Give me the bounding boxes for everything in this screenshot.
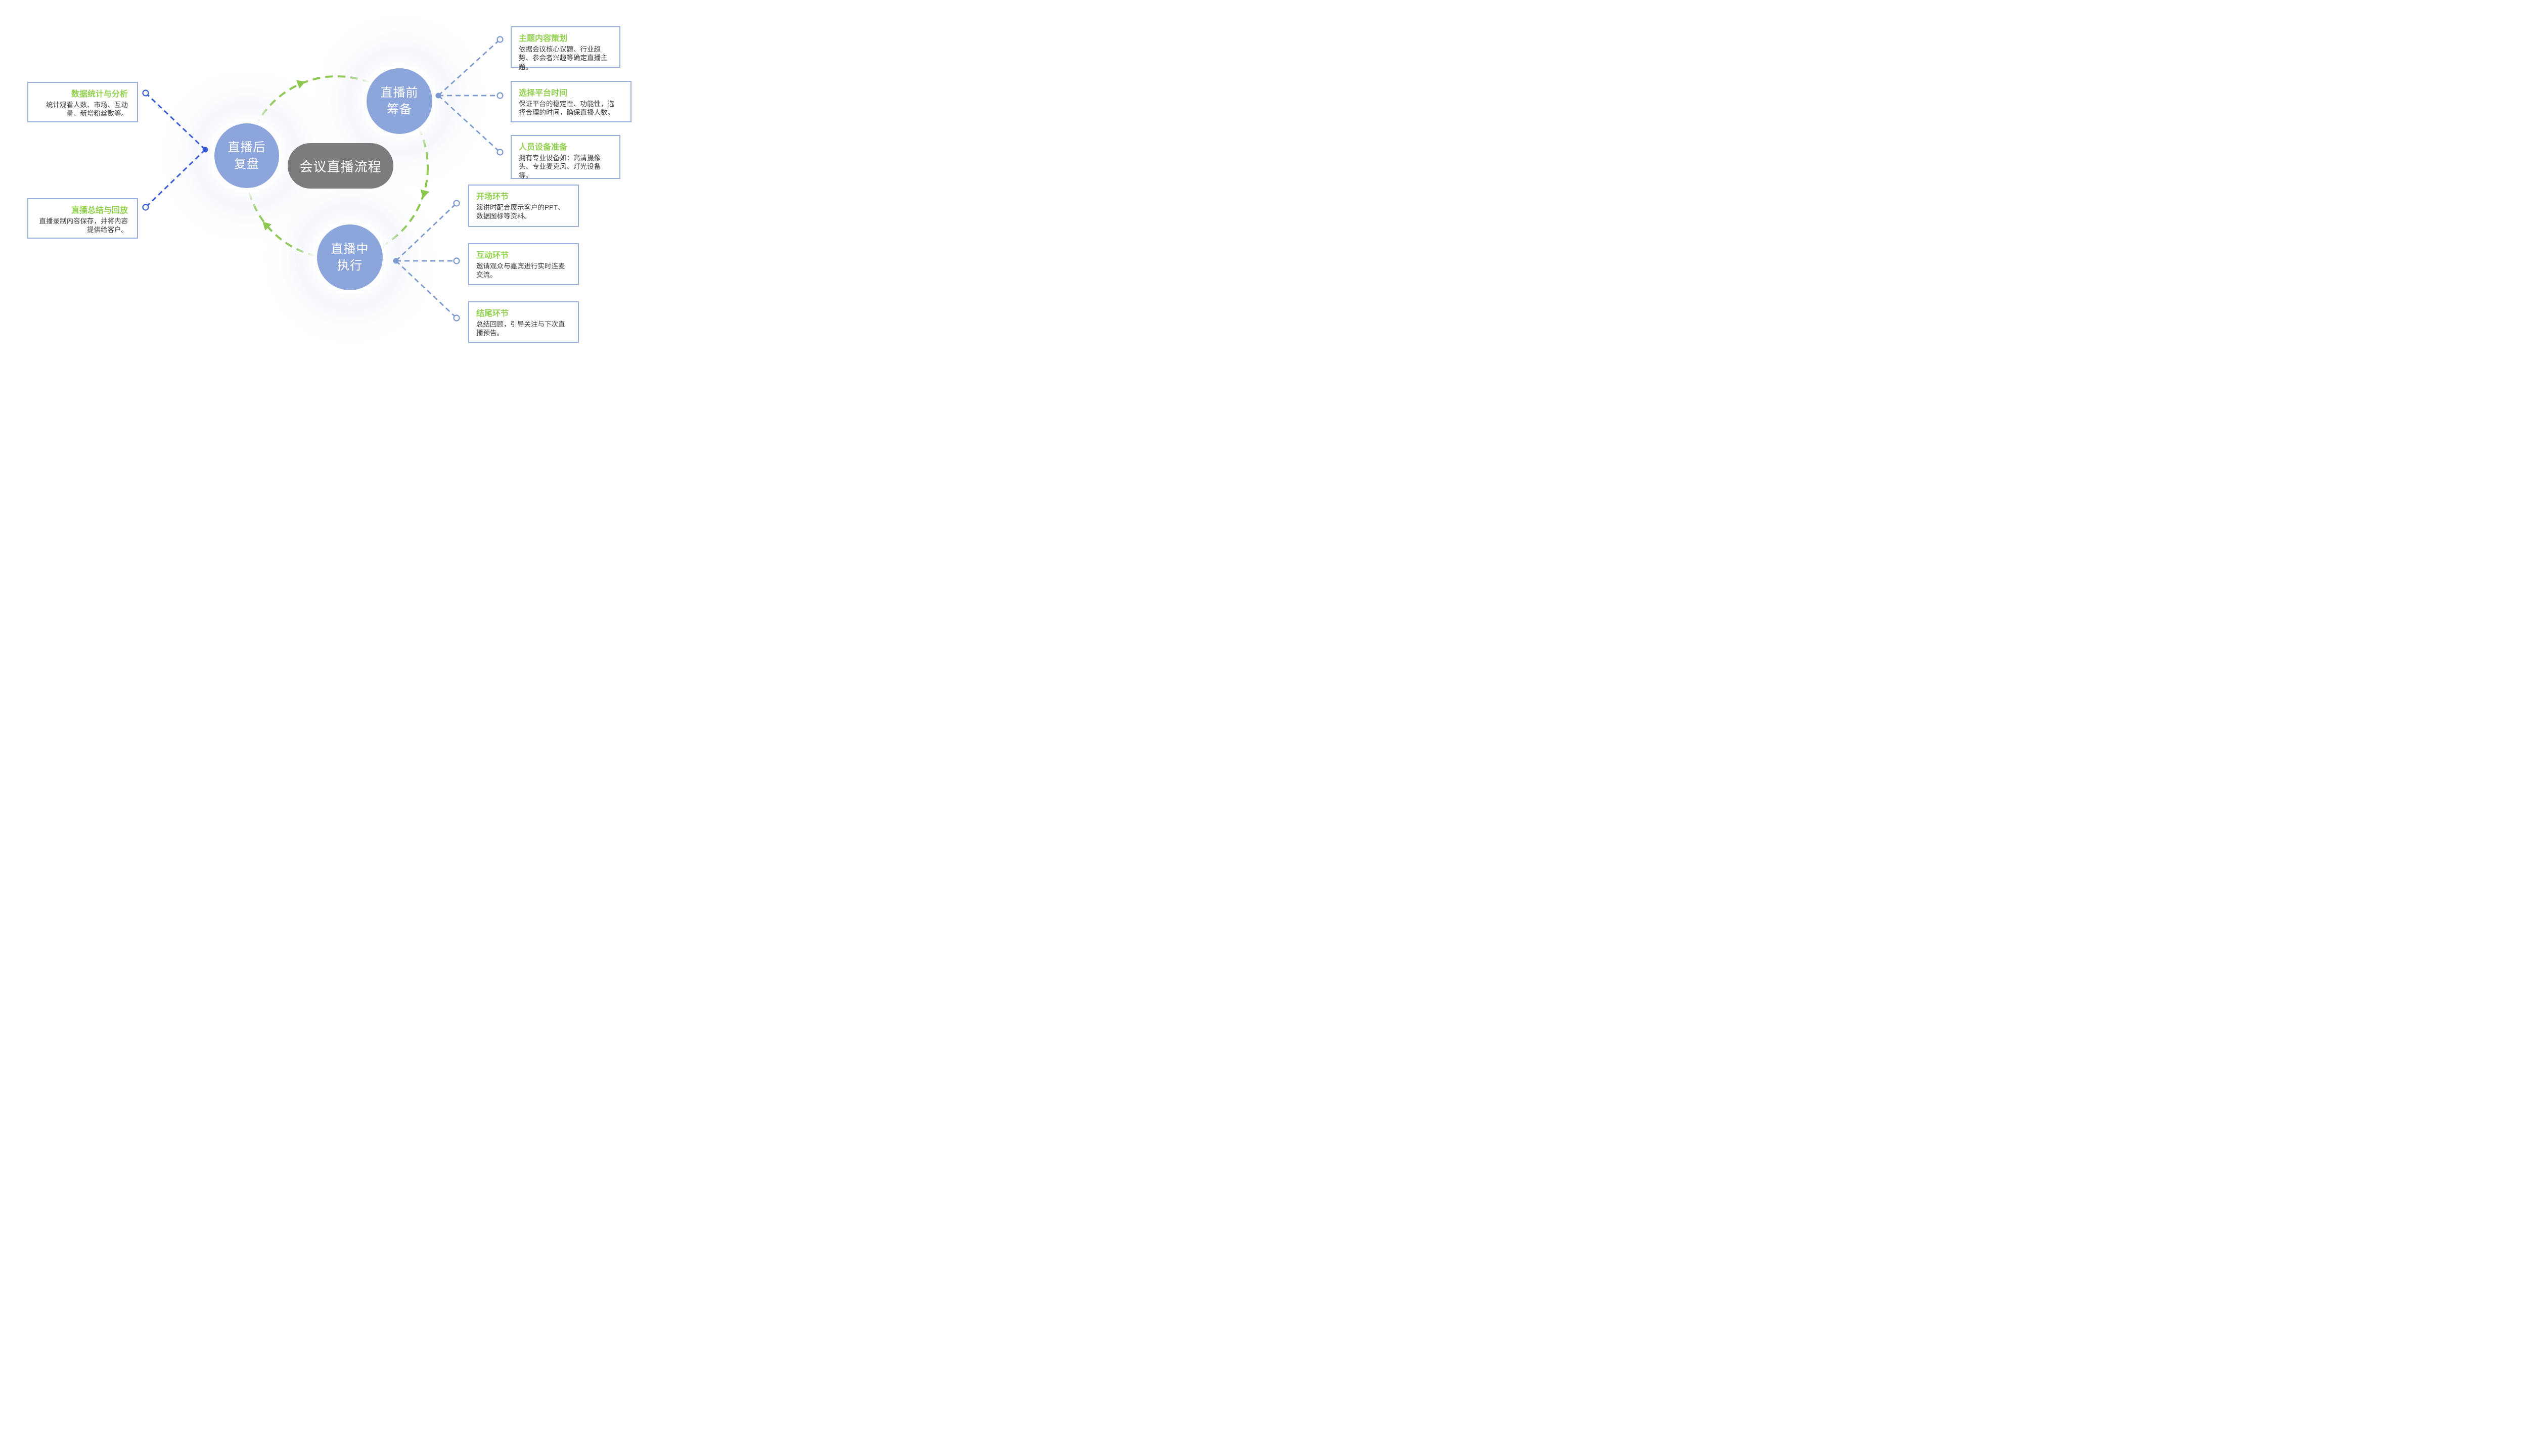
card-body: 演讲时配合展示客户的PPT、数据图标等资料。 [476,204,565,220]
card-title: 主题内容策划 [519,34,568,43]
card-body: 邀请观众与嘉宾进行实时连麦交流。 [476,262,565,279]
connector-endpoint-ring [496,149,504,156]
stage-node-label: 直播前 筹备 [381,84,419,118]
connector-endpoint-ring [496,36,504,43]
connector-line [438,38,501,97]
stage-label-line2: 复盘 [234,157,259,171]
card-title: 人员设备准备 [519,143,568,152]
connector-hub-dot [435,93,441,99]
card-title: 开场环节 [476,193,509,201]
detail-card-staff-equipment: 人员设备准备 拥有专业设备如：高清摄像头、专业麦克风、灯光设备等。 [511,135,620,179]
stage-label-line2: 筹备 [387,103,412,116]
connector-line [395,260,457,319]
card-title: 选择平台时间 [519,89,568,98]
detail-card-interaction: 互动环节 邀请观众与嘉宾进行实时连麦交流。 [468,243,579,285]
stage-label-line1: 直播前 [380,86,419,100]
stage-node-during-broadcast: 直播中 执行 [317,224,383,290]
diagram-canvas: 直播前 筹备 直播中 执行 直播后 复盘 会议直播流程 [0,0,647,364]
connector-line [395,202,457,262]
stage-node-post-broadcast: 直播后 复盘 [214,123,279,188]
stage-node-pre-broadcast: 直播前 筹备 [367,68,432,134]
connector-hub-dot [202,147,208,153]
connector-endpoint-ring [142,204,149,211]
detail-card-opening: 开场环节 演讲时配合展示客户的PPT、数据图标等资料。 [468,185,579,227]
connector-line [438,95,501,153]
stage-label-line1: 直播后 [228,141,266,154]
card-body: 依据会议核心议题、行业趋势、参会者兴趣等确定直播主题。 [519,46,608,71]
connector-hub-dot [393,258,399,264]
center-title-pill: 会议直播流程 [288,143,393,189]
stage-node-label: 直播中 执行 [331,241,369,274]
card-body: 总结回顾，引导关注与下次直播预告。 [476,321,565,337]
detail-card-data-statistics: 数据统计与分析 统计观看人数、市场、互动量、新增粉丝数等。 [27,82,138,122]
stage-node-label: 直播后 复盘 [228,139,266,172]
card-body: 直播录制内容保存，并将内容提供给客户。 [39,217,128,234]
connector-line [145,149,206,208]
connector-endpoint-ring [453,200,460,207]
diagram-title: 会议直播流程 [299,159,382,174]
pre-connector-lines [438,38,501,153]
detail-card-summary-replay: 直播总结与回放 直播录制内容保存，并将内容提供给客户。 [27,198,138,239]
card-title: 互动环节 [476,251,509,260]
stage-label-line2: 执行 [337,259,363,272]
connector-endpoints [142,36,504,322]
detail-card-topic-planning: 主题内容策划 依据会议核心议题、行业趋势、参会者兴趣等确定直播主题。 [511,26,620,71]
connector-endpoint-ring [142,89,149,97]
card-title: 数据统计与分析 [71,90,128,99]
during-connector-lines [395,202,457,319]
flow-arrow-icon [296,80,305,89]
card-title: 直播总结与回放 [71,206,128,215]
flow-arrow-icon [420,189,429,199]
connector-endpoint-ring [453,314,460,322]
connector-line [145,92,206,151]
flow-arrow-icon [262,221,272,231]
detail-card-closing: 结尾环节 总结回顾，引导关注与下次直播预告。 [468,301,579,343]
card-body: 保证平台的稳定性、功能性，选择合理的时间，确保直播人数。 [519,100,614,117]
detail-card-platform-time: 选择平台时间 保证平台的稳定性、功能性，选择合理的时间，确保直播人数。 [511,81,631,122]
connector-endpoint-ring [496,92,504,99]
post-connector-lines [145,92,206,208]
card-body: 统计观看人数、市场、互动量、新增粉丝数等。 [46,101,128,118]
card-title: 结尾环节 [476,309,509,318]
connector-layer [142,36,504,322]
connector-endpoint-ring [453,257,460,264]
card-body: 拥有专业设备如：高清摄像头、专业麦克风、灯光设备等。 [519,154,601,179]
stage-label-line1: 直播中 [331,242,369,256]
